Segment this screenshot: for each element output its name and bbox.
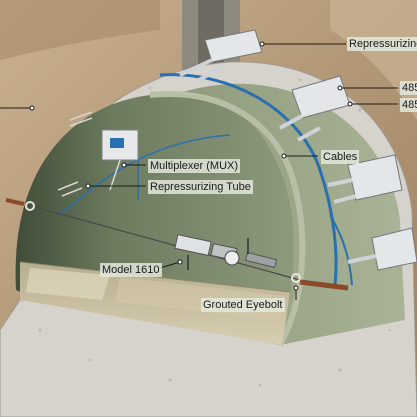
multiplexer-box [101, 129, 139, 200]
label-repressurizing-tube: Repressurizing Tube [148, 180, 253, 194]
label-485-upper: 485 [400, 81, 417, 95]
rod-extensometer-heads [179, 29, 417, 271]
repressurizing-tubes [57, 111, 93, 197]
label-485-lower: 485 [400, 98, 417, 112]
label-cables: Cables [321, 150, 360, 164]
soil-strata-right [330, 0, 417, 120]
model-1610-instrument [174, 234, 278, 270]
leader-lines [0, 41, 398, 300]
tunnel-rim [149, 91, 306, 347]
soil-strata [0, 0, 160, 60]
label-multiplexer: Multiplexer (MUX) [148, 159, 241, 173]
cable-bundle [159, 73, 338, 286]
floor-edge [19, 261, 291, 293]
cable-branch [329, 214, 353, 286]
label-grouted-eyebolt: Grouted Eyebolt [201, 298, 285, 312]
label-repressurizing-top: Repressurizing [347, 37, 417, 51]
grouted-eyebolt [291, 273, 349, 291]
left-anchor [5, 198, 35, 211]
label-model-1610: Model 1610 [100, 263, 162, 277]
floor-slab [26, 268, 110, 300]
extensometer-wire [27, 204, 301, 281]
